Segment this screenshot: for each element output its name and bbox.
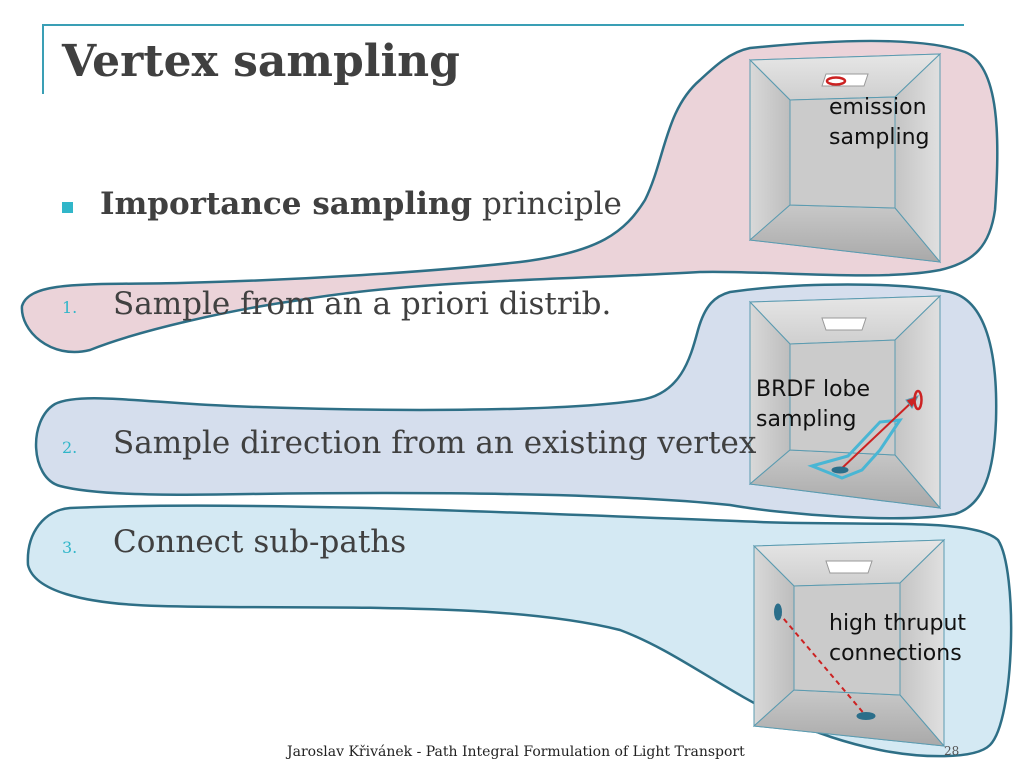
bullet-bold-text: Importance sampling [100, 186, 473, 222]
page-number: 28 [944, 744, 960, 758]
cornell-box-brdf [748, 294, 942, 510]
title-accent-bar [42, 24, 44, 94]
title-rule [42, 24, 964, 26]
bullet-text: Importance sampling principle [100, 186, 622, 222]
bullet-plain-text: principle [472, 186, 622, 222]
slide-title: Vertex sampling [62, 36, 460, 87]
callout-line: connections [829, 641, 962, 666]
callout-emission-sampling: emission sampling [829, 93, 929, 153]
item-number-3: 3. [62, 538, 78, 557]
square-bullet-icon [62, 202, 73, 213]
callout-line: BRDF lobe [756, 377, 871, 402]
callout-line: sampling [756, 407, 857, 432]
callout-line: high thruput [829, 611, 967, 636]
item-number-2: 2. [62, 438, 78, 457]
item-number-1: 1. [62, 298, 78, 317]
cornell-box-connect [752, 538, 946, 748]
item-text-1: Sample from an a priori distrib. [113, 286, 612, 322]
callout-line: emission [829, 95, 927, 120]
callout-line: sampling [829, 125, 930, 150]
cornell-box-emission [748, 52, 942, 264]
item-text-3: Connect sub-paths [113, 524, 407, 560]
item-text-2: Sample direction from an existing vertex [113, 425, 757, 461]
slide-footer: Jaroslav Křivánek - Path Integral Formul… [287, 744, 745, 760]
callout-brdf-sampling: BRDF lobe sampling [756, 375, 870, 435]
callout-connections: high thruput connections [829, 609, 966, 669]
